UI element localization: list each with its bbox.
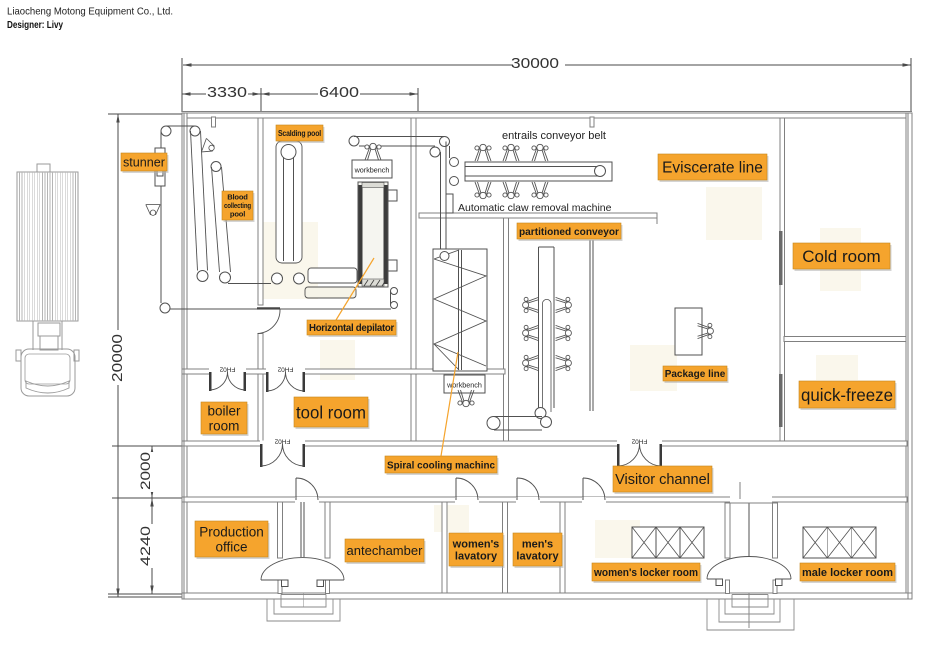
svg-text:quick-freeze: quick-freeze	[801, 385, 893, 405]
svg-text:lavatory: lavatory	[516, 551, 559, 563]
svg-text:FH02: FH02	[274, 438, 290, 445]
svg-text:Package line: Package line	[665, 369, 726, 380]
svg-text:stunner: stunner	[123, 155, 166, 170]
svg-text:Spiral cooling machinc: Spiral cooling machinc	[387, 459, 495, 471]
svg-text:workbench: workbench	[446, 381, 482, 390]
svg-text:20000: 20000	[109, 334, 126, 382]
svg-text:Cold room: Cold room	[802, 247, 880, 266]
svg-text:workbench: workbench	[354, 166, 390, 175]
svg-text:women's locker room: women's locker room	[593, 567, 698, 579]
svg-text:lavatory: lavatory	[455, 551, 498, 563]
svg-text:men's: men's	[522, 538, 553, 550]
svg-text:room: room	[209, 418, 240, 433]
svg-text:antechamber: antechamber	[347, 543, 424, 558]
svg-text:FH02: FH02	[219, 366, 235, 373]
svg-text:collecting: collecting	[224, 201, 251, 210]
svg-text:partitioned conveyor: partitioned conveyor	[519, 226, 619, 238]
svg-text:tool room: tool room	[296, 402, 366, 422]
svg-text:FH02: FH02	[631, 438, 647, 445]
svg-text:male locker room: male locker room	[802, 567, 893, 579]
svg-text:Automatic claw removal machine: Automatic claw removal machine	[458, 202, 612, 214]
svg-text:2000: 2000	[137, 452, 153, 490]
svg-text:Production: Production	[199, 524, 264, 539]
svg-text:Eviscerate line: Eviscerate line	[662, 160, 763, 177]
svg-text:office: office	[215, 539, 247, 554]
svg-text:Liaocheng Motong Equipment Co.: Liaocheng Motong Equipment Co., Ltd.	[7, 6, 173, 18]
svg-text:30000: 30000	[511, 55, 559, 72]
svg-text:pool: pool	[230, 210, 245, 219]
svg-text:boiler: boiler	[207, 403, 241, 418]
svg-text:Visitor channel: Visitor channel	[615, 472, 710, 488]
svg-text:Designer: Livy: Designer: Livy	[7, 20, 63, 31]
svg-text:entrails conveyor belt: entrails conveyor belt	[502, 130, 606, 142]
svg-text:6400: 6400	[319, 84, 359, 101]
svg-text:Blood: Blood	[227, 193, 248, 202]
svg-text:FH02: FH02	[277, 366, 293, 373]
svg-text:Horizontal depilator: Horizontal depilator	[309, 323, 394, 334]
svg-text:4240: 4240	[137, 526, 153, 566]
svg-text:3330: 3330	[207, 84, 247, 101]
svg-text:women's: women's	[452, 538, 500, 550]
svg-text:Scalding pool: Scalding pool	[278, 128, 321, 138]
